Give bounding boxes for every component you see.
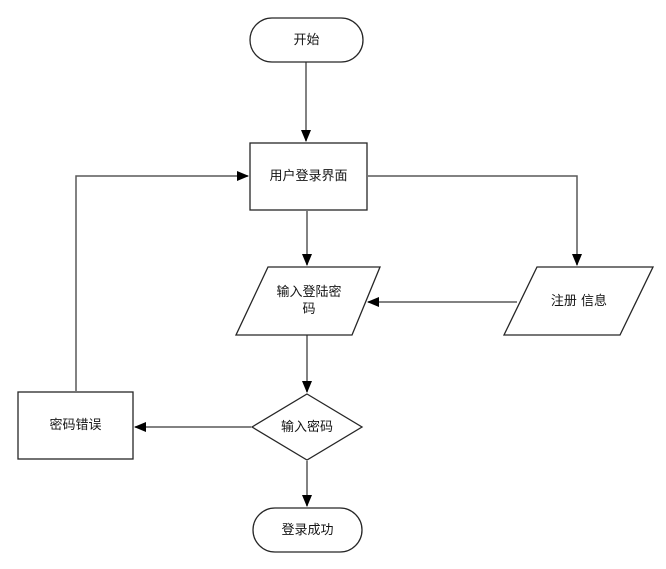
edge-password-error-to-login-ui [75,171,249,391]
edge-login-ui-to-register-info [368,175,582,266]
node-register-info-shape [502,266,655,336]
node-login-success-shape [252,507,363,553]
node-login-ui-shape [249,142,368,211]
node-password-error-shape [17,391,134,460]
node-start-shape [249,17,364,63]
node-password-check-shape [250,393,364,461]
node-input-password-shape [234,266,381,336]
